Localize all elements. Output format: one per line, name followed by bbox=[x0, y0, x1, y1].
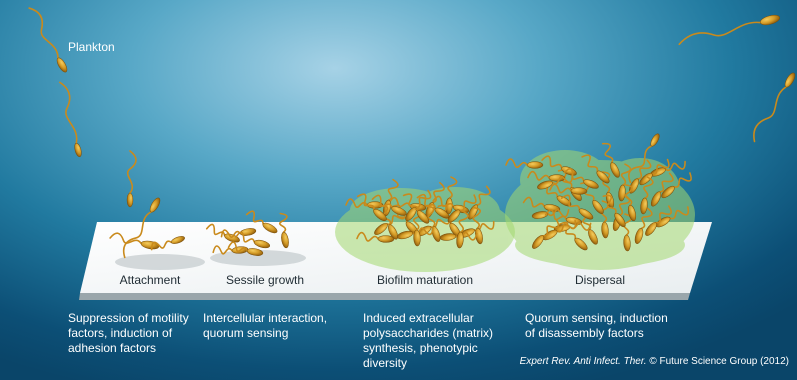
stage-description-sessile-growth: Intercellular interaction, quorum sensin… bbox=[203, 311, 327, 341]
journal-name: Expert Rev. Anti Infect. Ther. bbox=[520, 356, 647, 367]
bacterium bbox=[678, 12, 781, 49]
plankton-label: Plankton bbox=[68, 40, 115, 54]
stage-description-attachment: Suppression of motility factors, inducti… bbox=[68, 311, 189, 356]
bacterium bbox=[749, 70, 797, 143]
surface-plate-edge bbox=[79, 293, 690, 300]
copyright-text: © Future Science Group (2012) bbox=[647, 356, 789, 367]
stage-label-attachment: Attachment bbox=[95, 273, 205, 287]
stage-label-biofilm-maturation: Biofilm maturation bbox=[360, 273, 490, 287]
bacterium bbox=[57, 81, 86, 158]
stage-description-dispersal: Quorum sensing, induction of disassembly… bbox=[525, 311, 668, 341]
stage-label-sessile-growth: Sessile growth bbox=[210, 273, 320, 287]
bacterium bbox=[26, 5, 71, 74]
stage-description-biofilm-maturation: Induced extracellular polysaccharides (m… bbox=[363, 311, 493, 371]
stage-label-dispersal: Dispersal bbox=[545, 273, 655, 287]
copyright-credit: Expert Rev. Anti Infect. Ther. © Future … bbox=[520, 356, 789, 367]
bacterium bbox=[127, 151, 136, 207]
cell-shadow bbox=[115, 254, 205, 270]
